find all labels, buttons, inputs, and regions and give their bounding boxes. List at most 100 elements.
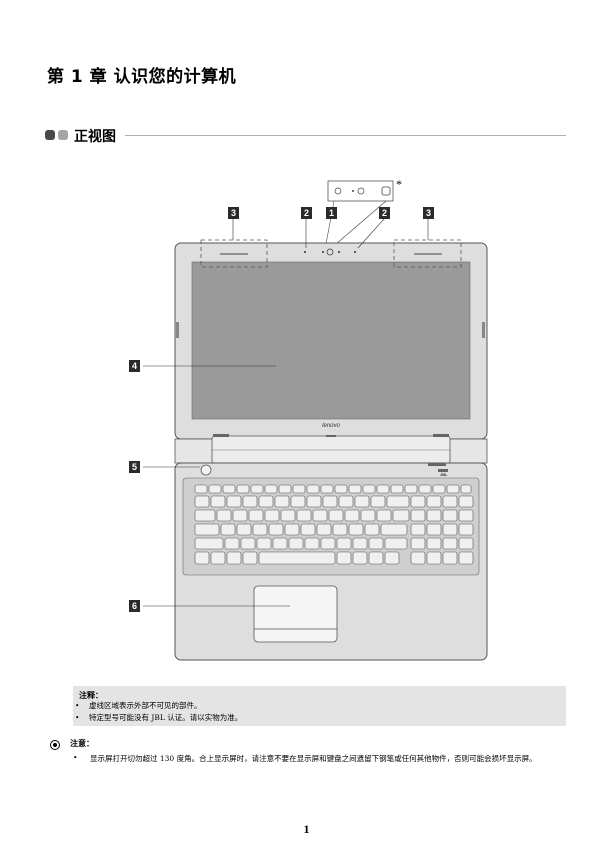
keyboard-key xyxy=(380,523,408,536)
section-header: 正视图 xyxy=(45,126,566,145)
keyboard-key xyxy=(426,537,442,550)
keyboard-key xyxy=(278,484,292,494)
keyboard-key xyxy=(258,495,274,508)
keyboard-key xyxy=(280,509,296,522)
keyboard-key xyxy=(410,551,426,565)
keyboard-key xyxy=(344,509,360,522)
keyboard-key xyxy=(194,537,224,550)
keyboard-key xyxy=(226,551,242,565)
note-item-text: 特定型号可能没有 JBL 认证。请以实物为准。 xyxy=(89,713,243,722)
keyboard-key xyxy=(442,495,458,508)
keyboard-key xyxy=(334,484,348,494)
keyboard-key xyxy=(364,523,380,536)
keyboard-key xyxy=(304,537,320,550)
keyboard-key xyxy=(426,509,442,522)
keyboard-key xyxy=(292,484,306,494)
keyboard-key xyxy=(274,495,290,508)
keyboard-key xyxy=(332,523,348,536)
note-box: 注释： • 虚线区域表示外部不可见的部件。 •特定型号可能没有 JBL 认证。请以… xyxy=(73,686,566,726)
keyboard-key xyxy=(194,484,208,494)
note-item: •特定型号可能没有 JBL 认证。请以实物为准。 xyxy=(75,712,242,723)
section-title: 正视图 xyxy=(74,129,116,145)
caution-icon xyxy=(50,740,60,750)
keyboard-key xyxy=(458,523,474,536)
keyboard-keys xyxy=(194,484,474,565)
keyboard-key xyxy=(410,509,426,522)
keyboard-key xyxy=(290,495,306,508)
callout-mic-right: 2 xyxy=(379,207,390,219)
note-item-text: 虚线区域表示外部不可见的部件。 xyxy=(89,701,202,710)
keyboard-key xyxy=(336,551,352,565)
section-rule xyxy=(125,135,566,136)
jbl-badge: JBL xyxy=(440,472,448,477)
keyboard-key xyxy=(320,484,334,494)
asterisk-mark: * xyxy=(396,177,402,191)
keyboard-key xyxy=(442,537,458,550)
keyboard-key xyxy=(242,495,258,508)
keyboard-key xyxy=(194,523,220,536)
keyboard-key xyxy=(316,523,332,536)
keyboard-key xyxy=(288,537,304,550)
note-item: • 虚线区域表示外部不可见的部件。 xyxy=(75,700,202,711)
keyboard-key xyxy=(410,537,426,550)
callout-camera: 1 xyxy=(326,207,337,219)
keyboard-key xyxy=(352,551,368,565)
keyboard-key xyxy=(354,495,370,508)
caution-title: 注意： xyxy=(70,739,94,748)
keyboard-key xyxy=(376,484,390,494)
bullet: • xyxy=(73,753,78,762)
keyboard-key xyxy=(248,509,264,522)
keyboard-key xyxy=(352,537,368,550)
keyboard-key xyxy=(210,551,226,565)
keyboard-key xyxy=(368,537,384,550)
note-title: 注释： xyxy=(79,691,103,700)
keyboard-key xyxy=(458,495,474,508)
keyboard-key xyxy=(384,537,408,550)
keyboard-key xyxy=(460,484,472,494)
keyboard-key xyxy=(376,509,392,522)
keyboard-key xyxy=(312,509,328,522)
keyboard-key xyxy=(264,484,278,494)
keyboard-key xyxy=(442,509,458,522)
page-number: 1 xyxy=(303,822,310,836)
keyboard-key xyxy=(220,523,236,536)
section-dot-icon xyxy=(58,130,68,140)
keyboard-key xyxy=(458,537,474,550)
keyboard-key xyxy=(426,551,442,565)
keyboard-key xyxy=(348,484,362,494)
keyboard-key xyxy=(232,509,248,522)
keyboard-key xyxy=(300,523,316,536)
keyboard-key xyxy=(426,495,442,508)
callout-touchpad: 6 xyxy=(129,600,140,612)
keyboard-key xyxy=(360,509,376,522)
keyboard-key xyxy=(322,495,338,508)
callout-speaker-left: 3 xyxy=(228,207,239,219)
keyboard-key xyxy=(216,509,232,522)
keyboard-key xyxy=(410,523,426,536)
bullet: • xyxy=(75,701,80,710)
keyboard-key xyxy=(226,495,242,508)
keyboard-key xyxy=(390,484,404,494)
keyboard-key xyxy=(386,495,410,508)
keyboard-key xyxy=(392,509,410,522)
keyboard-key xyxy=(222,484,236,494)
keyboard-key xyxy=(258,551,336,565)
keyboard-key xyxy=(240,537,256,550)
keyboard-key xyxy=(320,537,336,550)
keyboard-key xyxy=(432,484,446,494)
keyboard-key xyxy=(458,551,474,565)
keyboard-key xyxy=(338,495,354,508)
keyboard-key xyxy=(252,523,268,536)
keyboard-key xyxy=(384,551,400,565)
keyboard-key xyxy=(362,484,376,494)
keyboard-key xyxy=(442,551,458,565)
caution-text: 显示屏打开切勿超过 130 度角。合上显示屏时，请注意不要在显示屏和键盘之间遗留… xyxy=(90,754,537,763)
keyboard-key xyxy=(410,495,426,508)
keyboard-key xyxy=(336,537,352,550)
keyboard-key xyxy=(296,509,312,522)
keyboard-key xyxy=(272,537,288,550)
lenovo-logo: lenovo xyxy=(322,423,340,429)
keyboard-key xyxy=(268,523,284,536)
